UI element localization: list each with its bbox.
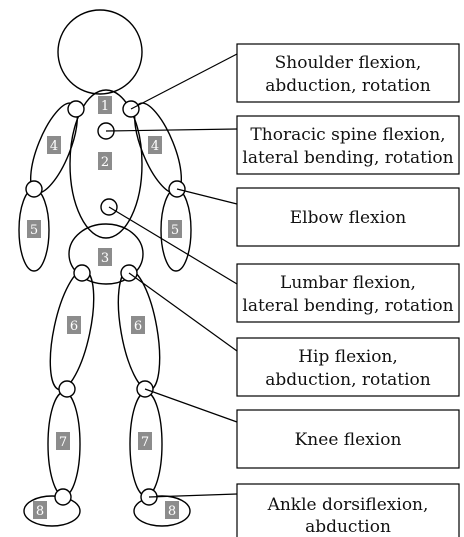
left-shoulder-joint [68, 101, 84, 117]
svg-text:6: 6 [70, 319, 78, 334]
svg-text:7: 7 [141, 435, 149, 450]
box-ankle: Ankle dorsiflexion, abduction [237, 484, 459, 537]
svg-text:lateral bending, rotation: lateral bending, rotation [242, 148, 453, 168]
svg-text:Shoulder flexion,: Shoulder flexion, [275, 53, 422, 73]
svg-text:7: 7 [59, 435, 67, 450]
box-elbow: Elbow flexion [237, 188, 459, 246]
segment-tag-left-forearm: 5 [27, 220, 41, 238]
left-elbow-joint [26, 181, 42, 197]
segment-tag-right-upper-arm: 4 [148, 136, 162, 154]
segment-tags: 1 2 3 4 4 5 5 6 [27, 96, 182, 519]
leader-thoracic [106, 129, 237, 131]
svg-text:2: 2 [101, 155, 109, 170]
segment-tag-left-foot: 8 [33, 501, 47, 519]
svg-text:abduction: abduction [305, 517, 391, 537]
svg-text:Lumbar flexion,: Lumbar flexion, [280, 273, 416, 293]
segment-tag-right-foot: 8 [165, 501, 179, 519]
segment-tag-left-upper-arm: 4 [47, 136, 61, 154]
left-hip-joint [74, 265, 90, 281]
box-thoracic: Thoracic spine flexion, lateral bending,… [237, 116, 459, 174]
svg-text:3: 3 [101, 251, 109, 266]
svg-text:8: 8 [168, 504, 176, 519]
svg-text:lateral bending, rotation: lateral bending, rotation [242, 296, 453, 316]
svg-text:1: 1 [101, 99, 109, 114]
segment-tag-right-shank: 7 [138, 432, 152, 450]
svg-text:4: 4 [50, 139, 58, 154]
left-knee-joint [59, 381, 75, 397]
segment-tag-head-neck: 1 [98, 96, 112, 114]
segment-tag-left-shank: 7 [56, 432, 70, 450]
svg-text:abduction, rotation: abduction, rotation [265, 76, 430, 96]
head [58, 10, 142, 94]
segment-tag-left-thigh: 6 [67, 316, 81, 334]
svg-text:6: 6 [134, 319, 142, 334]
leader-knee [145, 389, 237, 422]
label-boxes: Shoulder flexion, abduction, rotation Th… [237, 44, 459, 537]
leader-shoulder [131, 54, 237, 109]
svg-text:Elbow flexion: Elbow flexion [290, 208, 407, 228]
box-lumbar: Lumbar flexion, lateral bending, rotatio… [237, 264, 459, 322]
svg-text:Hip flexion,: Hip flexion, [298, 347, 398, 367]
svg-text:Knee flexion: Knee flexion [295, 430, 402, 450]
svg-text:Ankle dorsiflexion,: Ankle dorsiflexion, [267, 495, 429, 515]
svg-text:4: 4 [151, 139, 159, 154]
svg-text:abduction, rotation: abduction, rotation [265, 370, 430, 390]
svg-text:5: 5 [171, 223, 179, 238]
svg-text:Thoracic spine flexion,: Thoracic spine flexion, [250, 125, 445, 145]
body-outline [19, 10, 191, 526]
box-shoulder: Shoulder flexion, abduction, rotation [237, 44, 459, 102]
segment-tag-pelvis: 3 [98, 248, 112, 266]
leader-hip [129, 273, 237, 351]
left-ankle-joint [55, 489, 71, 505]
svg-text:5: 5 [30, 223, 38, 238]
box-hip: Hip flexion, abduction, rotation [237, 338, 459, 396]
svg-text:8: 8 [36, 504, 44, 519]
leader-elbow [177, 189, 237, 204]
segment-tag-right-forearm: 5 [168, 220, 182, 238]
left-foot [24, 496, 80, 526]
box-knee: Knee flexion [237, 410, 459, 468]
segment-tag-right-thigh: 6 [131, 316, 145, 334]
segment-tag-thorax: 2 [98, 152, 112, 170]
